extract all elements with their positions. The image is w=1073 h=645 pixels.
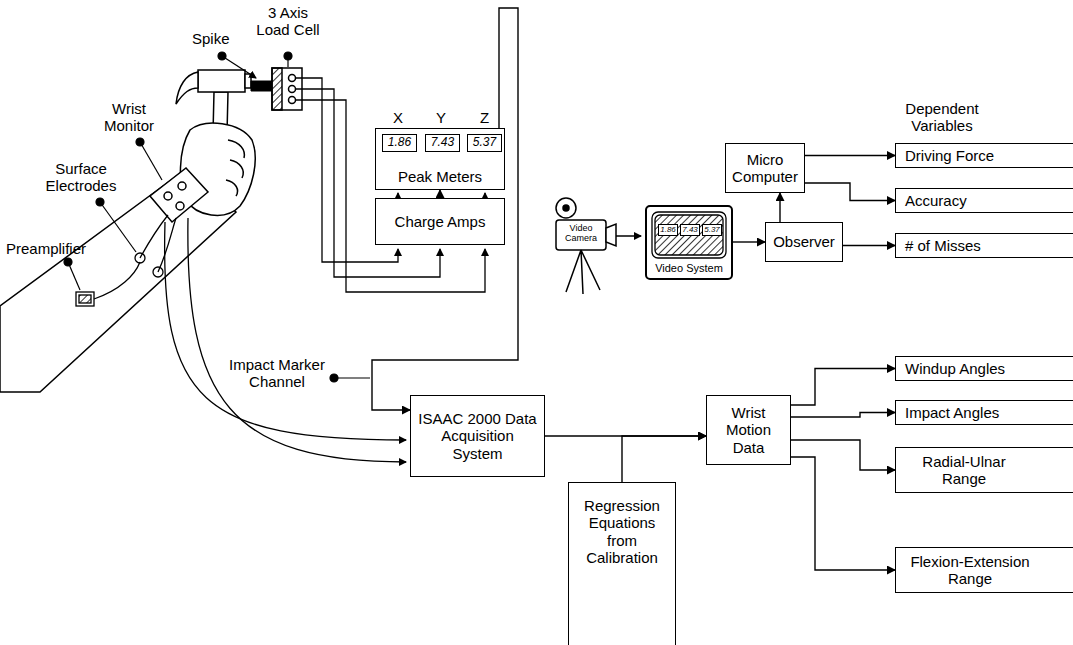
spike <box>251 81 272 91</box>
part-label: Spike <box>192 30 230 47</box>
connector-arrow <box>372 8 518 410</box>
connector-arrow <box>733 241 765 242</box>
output-box: Driving Force <box>895 143 1073 168</box>
box-text: Windup Angles <box>905 360 1005 377</box>
device-label: Video Camera <box>559 224 603 244</box>
box-text: Video System <box>655 262 723 275</box>
connector-arrow <box>622 436 706 482</box>
video-screen <box>652 212 726 258</box>
process-box: Wrist Motion Data <box>706 395 791 465</box>
process-box: Charge Amps <box>375 198 505 245</box>
output-box: Flexion-Extension Range <box>895 547 1073 593</box>
leader-lines <box>64 52 370 382</box>
box-text: Driving Force <box>905 147 994 164</box>
process-box: Micro Computer <box>725 143 805 193</box>
output-box: Windup Angles <box>895 356 1073 381</box>
wrist-monitor <box>150 168 208 222</box>
meter-window: 5.37 <box>467 134 502 152</box>
screen-value: 1.86 <box>658 224 678 236</box>
connector-arrow <box>791 369 895 406</box>
surface-electrodes <box>135 215 176 277</box>
box-text: 5.37 <box>473 136 496 150</box>
output-box: Impact Angles <box>895 400 1073 425</box>
connector-arrow <box>791 440 895 470</box>
box-text: Regression Equations from Calibration <box>575 497 669 566</box>
monitor-wires <box>165 218 406 462</box>
axis-label: Y <box>436 109 446 126</box>
process-box: Observer <box>765 222 843 262</box>
output-box: # of Misses <box>895 233 1073 258</box>
output-box: Accuracy <box>895 188 1073 213</box>
part-label: 3 Axis Load Cell <box>252 4 324 39</box>
connector-arrow <box>791 457 895 570</box>
meter-panel: Peak Meters 1.86 7.43 5.37 <box>375 128 505 190</box>
process-box: ISAAC 2000 Data Acquisition System <box>410 395 545 477</box>
box-text: 1.86 <box>388 136 411 150</box>
meter-window: 1.86 <box>382 134 417 152</box>
video-monitor: Video System <box>645 205 733 280</box>
box-text: # of Misses <box>905 237 981 254</box>
screen-value: 7.43 <box>680 224 700 236</box>
box-text: Impact Angles <box>905 404 999 421</box>
meter-window: 7.43 <box>425 134 460 152</box>
connector-arrow <box>805 183 895 201</box>
process-box: Regression Equations from Calibration <box>568 482 676 645</box>
box-text: Flexion-Extension Range <box>905 553 1035 588</box>
video-camera <box>556 198 641 294</box>
box-text: 7.43 <box>431 136 454 150</box>
section-heading: Dependent Variables <box>896 100 988 135</box>
preamplifier <box>76 262 140 306</box>
axis-label: Z <box>480 109 489 126</box>
part-label: Wrist Monitor <box>98 100 160 135</box>
box-text: Charge Amps <box>395 213 486 230</box>
output-box: Radial-Ulnar Range <box>895 447 1073 493</box>
axis-label: X <box>393 109 403 126</box>
box-text: Wrist Motion Data <box>713 404 784 456</box>
connector-arrow <box>439 190 440 198</box>
box-text: Micro Computer <box>730 151 800 186</box>
connector-arrow <box>843 245 895 246</box>
screen-value: 5.37 <box>702 224 722 236</box>
box-text: Peak Meters <box>398 168 482 185</box>
box-text: ISAAC 2000 Data Acquisition System <box>417 410 538 462</box>
connector-arrow <box>805 155 895 156</box>
box-text: Accuracy <box>905 192 967 209</box>
part-label: Preamplifier <box>6 240 86 257</box>
box-text: Observer <box>773 233 835 250</box>
channel-label: Impact Marker Channel <box>225 356 329 391</box>
connector-arrow <box>779 193 780 222</box>
part-label: Surface Electrodes <box>40 160 122 195</box>
connector-arrow <box>791 413 895 418</box>
box-text: Radial-Ulnar Range <box>905 453 1023 488</box>
